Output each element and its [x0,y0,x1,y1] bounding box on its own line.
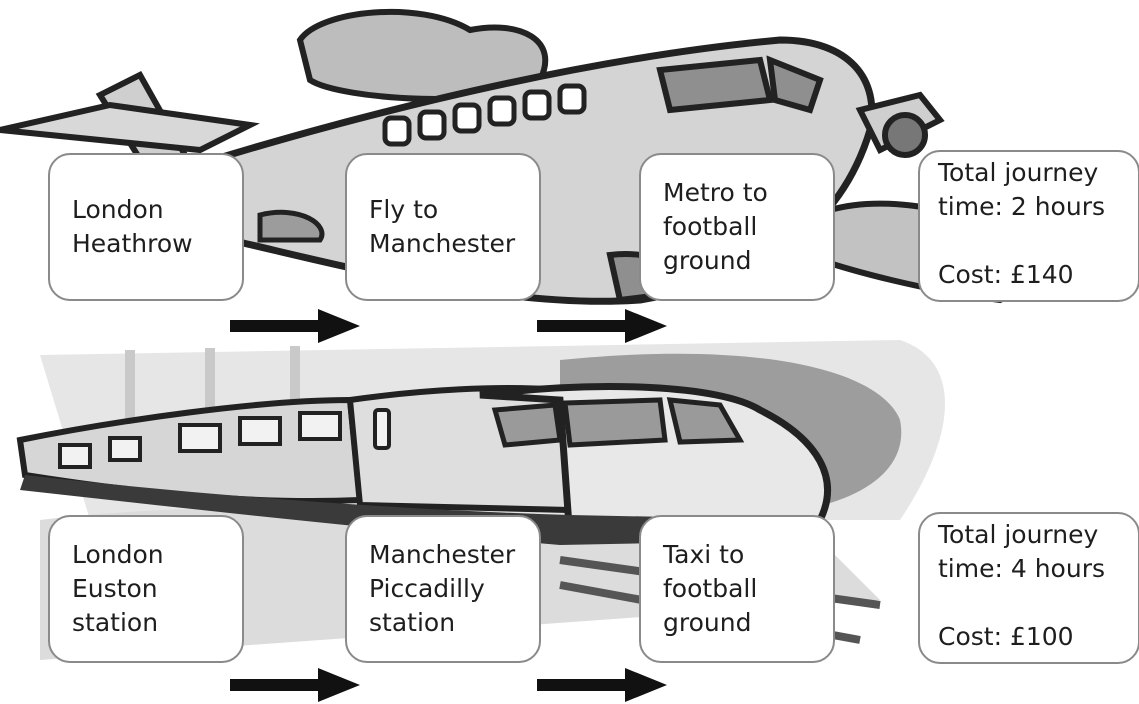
journey-time-line-1: Total journey [938,518,1138,552]
step-label: London Euston station [72,538,164,640]
step-label: Taxi to football ground [663,538,757,640]
route-plane-step-2: Fly to Manchester [345,153,541,301]
step-label: London Heathrow [72,193,193,261]
route-train-step-1: London Euston station [48,515,244,663]
route-train-step-2: Manchester Piccadilly station [345,515,541,663]
route-train-step-3: Taxi to football ground [639,515,835,663]
journey-time-line-1: Total journey [938,156,1138,190]
right-arrow-icon [537,307,669,345]
step-label: Manchester Piccadilly station [369,538,515,640]
right-arrow-icon [230,307,362,345]
step-label: Metro to football ground [663,176,768,278]
route-plane-step-1: London Heathrow [48,153,244,301]
route-plane-step-3: Metro to football ground [639,153,835,301]
journey-time-line-2: time: 2 hours [938,190,1138,224]
route-plane-summary: Total journey time: 2 hours Cost: £140 [918,150,1139,302]
journey-cost: Cost: £100 [938,620,1138,654]
step-label: Fly to Manchester [369,193,515,261]
right-arrow-icon [230,666,362,704]
journey-time-line-2: time: 4 hours [938,552,1138,586]
right-arrow-icon [537,666,669,704]
route-train-summary: Total journey time: 4 hours Cost: £100 [918,512,1139,664]
journey-cost: Cost: £140 [938,258,1138,292]
